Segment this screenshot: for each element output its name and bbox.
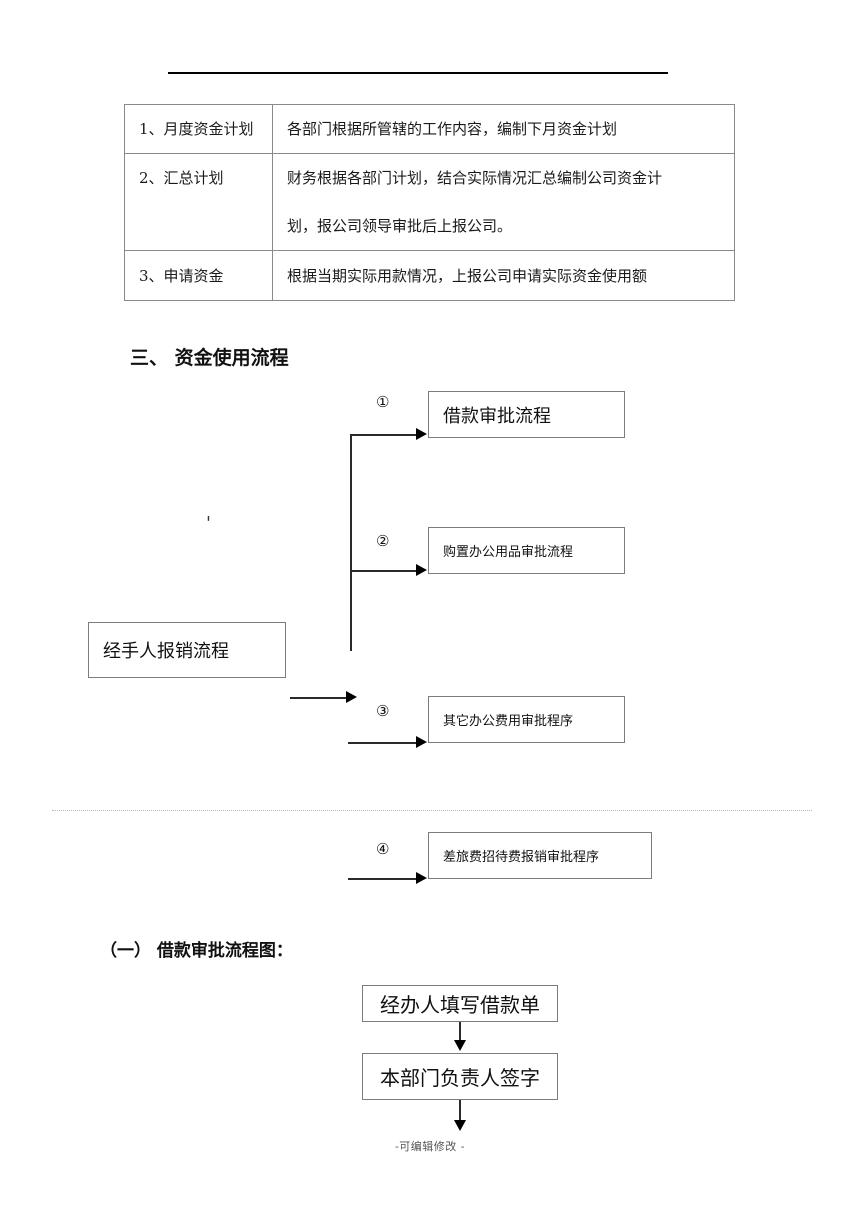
table-cell-label: 1、月度资金计划 <box>124 104 273 154</box>
page-footer-note: -可编辑修改 - <box>395 1140 465 1153</box>
loan-flow-arrowhead-2 <box>454 1120 466 1131</box>
page-break-divider <box>52 810 812 811</box>
fund-plan-table: 1、月度资金计划 各部门根据所管辖的工作内容，编制下月资金计划 2、汇总计划 财… <box>124 104 735 301</box>
table-cell-description: 各部门根据所管辖的工作内容，编制下月资金计划 <box>272 104 735 154</box>
flow-arrowhead-2 <box>416 564 427 576</box>
flow-connector-branch-2 <box>350 570 418 572</box>
header-rule <box>168 72 668 74</box>
subsection-heading-one: （一） 借款审批流程图： <box>100 941 293 961</box>
flow-arrowhead-4 <box>416 872 427 884</box>
flow-arrowhead-feed-3 <box>346 691 357 703</box>
flow-box-travel-entertainment-approval: 差旅费招待费报销审批程序 <box>428 832 652 879</box>
flow-box-other-office-expense-approval: 其它办公费用审批程序 <box>428 696 625 743</box>
section-heading-three: 三、 资金使用流程 <box>130 347 289 369</box>
table-cell-description: 根据当期实际用款情况，上报公司申请实际资金使用额 <box>272 250 735 301</box>
loan-flow-connector-1 <box>459 1022 461 1042</box>
flow-connector-branch-4 <box>348 878 418 880</box>
flow-arrowhead-3 <box>416 736 427 748</box>
flow-box-office-supplies-approval: 购置办公用品审批流程 <box>428 527 625 574</box>
table-row: 2、汇总计划 财务根据各部门计划，结合实际情况汇总编制公司资金计 划，报公司领导… <box>124 153 735 251</box>
flow-box-loan-approval: 借款审批流程 <box>428 391 625 438</box>
description-line: 划，报公司领导审批后上报公司。 <box>287 217 513 235</box>
flow-connector-feed-3 <box>290 697 348 699</box>
table-cell-label: 3、申请资金 <box>124 250 273 301</box>
table-row: 1、月度资金计划 各部门根据所管辖的工作内容，编制下月资金计划 <box>124 104 735 154</box>
flow-box-handler-reimbursement: 经手人报销流程 <box>88 622 286 678</box>
branch-marker-2: ② <box>376 532 390 550</box>
branch-marker-4: ④ <box>376 840 390 858</box>
flow-arrowhead-1 <box>416 428 427 440</box>
loan-flow-connector-2 <box>459 1100 461 1122</box>
loan-flow-arrowhead-1 <box>454 1040 466 1051</box>
description-line: 财务根据各部门计划，结合实际情况汇总编制公司资金计 <box>287 169 663 187</box>
loan-flow-step-fill-form: 经办人填写借款单 <box>362 985 558 1022</box>
flow-connector-spine <box>350 434 352 651</box>
flow-connector-branch-1 <box>350 434 418 436</box>
table-cell-description: 财务根据各部门计划，结合实际情况汇总编制公司资金计 划，报公司领导审批后上报公司… <box>272 153 735 251</box>
branch-marker-1: ① <box>376 393 390 411</box>
table-cell-label: 2、汇总计划 <box>124 153 273 251</box>
stray-apostrophe-mark: ' <box>206 513 211 534</box>
branch-marker-3: ③ <box>376 702 390 720</box>
table-row: 3、申请资金 根据当期实际用款情况，上报公司申请实际资金使用额 <box>124 250 735 301</box>
loan-flow-step-manager-sign: 本部门负责人签字 <box>362 1053 558 1100</box>
flow-connector-branch-3 <box>348 742 418 744</box>
description-line: 根据当期实际用款情况，上报公司申请实际资金使用额 <box>287 266 648 285</box>
description-line: 各部门根据所管辖的工作内容，编制下月资金计划 <box>287 120 618 138</box>
